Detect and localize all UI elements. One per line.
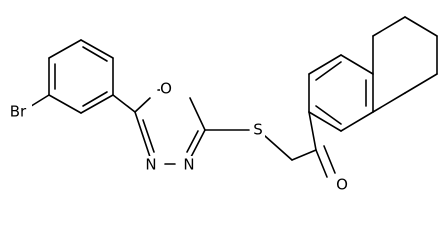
- co-aryl-bond: [308, 111, 317, 151]
- double-bond-inner: [82, 46, 108, 62]
- s-ch2-bond: [264, 135, 293, 161]
- double-bond-inner: [186, 130, 199, 153]
- bond: [134, 111, 151, 158]
- bond: [48, 94, 82, 114]
- double-bond-inner: [315, 105, 342, 125]
- atom-n2: N: [182, 156, 196, 174]
- bond: [404, 73, 438, 94]
- carbonyl-bond-2: [323, 145, 336, 174]
- atom-s: S: [251, 121, 265, 139]
- double-bond-inner: [315, 61, 342, 81]
- atom-label-n2: N: [183, 156, 194, 174]
- bond: [190, 129, 206, 158]
- bond: [372, 92, 406, 113]
- bond: [404, 16, 438, 37]
- double-bond-inner: [142, 119, 155, 153]
- ch2-co-bond: [291, 149, 317, 161]
- tetralin-aromatic-ring: [308, 54, 374, 132]
- atom-br: Br: [6, 103, 32, 121]
- atom-o-ring: O: [160, 80, 172, 98]
- bond: [80, 94, 114, 114]
- double-bond-inner: [82, 91, 108, 107]
- bond: [308, 54, 342, 75]
- carbonyl-bond: [315, 149, 328, 178]
- atom-n1: N: [144, 156, 158, 174]
- bond: [48, 39, 82, 59]
- atom-label-o-carbonyl: O: [336, 176, 348, 194]
- atom-label-s: S: [253, 121, 263, 139]
- bond: [340, 54, 374, 75]
- atom-label-br: Br: [10, 103, 27, 121]
- bond: [340, 111, 374, 132]
- bromophenyl-ring: [48, 39, 114, 114]
- bond: [80, 39, 114, 59]
- oxadiazole-ring: [134, 89, 206, 165]
- bond: [308, 111, 342, 132]
- atom-o-carbonyl: O: [335, 176, 349, 194]
- bond: [134, 97, 151, 113]
- bond: [372, 16, 406, 37]
- atom-label-n1: N: [145, 156, 156, 174]
- chemical-structure: Br O N N S O: [6, 16, 438, 194]
- bond: [189, 97, 206, 131]
- atom-label-o-ring: O: [160, 80, 172, 98]
- tetralin-saturated-ring: [372, 16, 438, 113]
- aryl-oxadiazole-bond: [112, 94, 136, 113]
